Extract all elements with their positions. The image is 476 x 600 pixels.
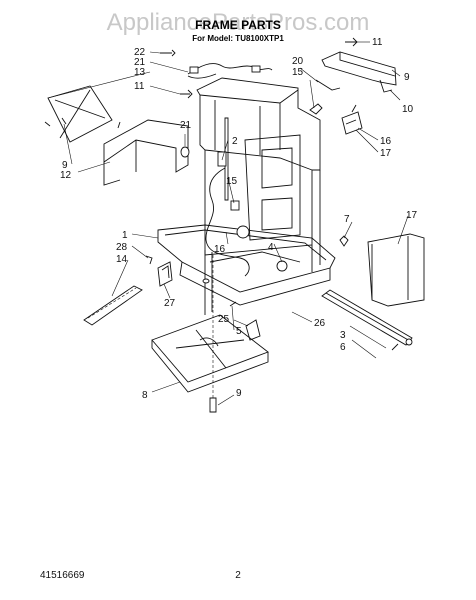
- callout-8: 8: [142, 390, 148, 401]
- model-line: For Model: TU8100XTP1: [192, 34, 284, 43]
- callout-17: 17: [406, 210, 418, 221]
- power-cord-bundle: [160, 49, 273, 79]
- callout-9-right: 9: [404, 72, 410, 83]
- page-number: 2: [235, 570, 241, 581]
- callout-24: 21: [180, 120, 192, 131]
- callout-2: 2: [232, 136, 238, 147]
- screw-11-top: [345, 37, 358, 47]
- strip-14: [83, 285, 143, 326]
- doc-number: 41516669: [40, 570, 85, 581]
- callout-labels: 22 21 13 11 11 9 10 20 15 16 17 21 9 12 …: [60, 37, 418, 401]
- screw-9-center: [117, 121, 121, 129]
- grommet-24: [180, 134, 190, 158]
- callout-9-left: 9: [62, 160, 68, 171]
- screw-9-bottom: [209, 397, 217, 413]
- callout-14: 14: [116, 254, 128, 265]
- callout-18: 16: [380, 136, 392, 147]
- callout-20: 17: [380, 148, 392, 159]
- callout-19: 15: [292, 67, 304, 78]
- callout-9-bottom: 9: [236, 388, 242, 399]
- callout-7: 7: [344, 214, 350, 225]
- callout-12: 12: [60, 170, 72, 181]
- screw-19: [315, 79, 341, 91]
- hinge-25: [229, 301, 261, 341]
- screw-28: [145, 255, 153, 265]
- callout-11-top: 11: [372, 37, 383, 48]
- callout-21: 21: [134, 57, 146, 68]
- callout-10: 10: [402, 104, 414, 115]
- clip-27: [157, 261, 173, 287]
- watermark: AppliancePartsPros.com: [107, 9, 370, 36]
- callout-13: 13: [134, 67, 146, 78]
- base-tray-8: [151, 314, 269, 393]
- shroud-12: [103, 119, 189, 186]
- screw-11-left: [180, 89, 193, 99]
- main-frame: [157, 77, 336, 315]
- callout-26: 26: [314, 318, 326, 329]
- callout-23: 20: [292, 56, 304, 67]
- callout-1: 1: [122, 230, 128, 241]
- callout-4: 4: [268, 242, 274, 253]
- diagram-title: FRAME PARTS: [195, 18, 281, 32]
- latch-18: [341, 104, 363, 135]
- screw-9-left: [61, 117, 67, 125]
- bolt-7: [339, 235, 349, 247]
- left-bracket-panel: [44, 85, 113, 143]
- callout-16: 16: [214, 244, 226, 255]
- callout-15: 15: [226, 176, 238, 187]
- callout-22: 22: [134, 47, 146, 58]
- callout-5: 5: [236, 326, 242, 337]
- callout-6: 6: [340, 342, 346, 353]
- screw-23: [309, 103, 323, 115]
- side-panel-17: [367, 233, 425, 307]
- callout-25: 25: [218, 314, 230, 325]
- callout-28: 28: [116, 242, 128, 253]
- top-bracket-10: [321, 51, 397, 93]
- leader-lines: [47, 41, 409, 406]
- rail-26: [321, 289, 413, 351]
- callout-3: 3: [340, 330, 346, 341]
- callout-27: 27: [164, 298, 176, 309]
- callout-11-left: 11: [134, 81, 145, 92]
